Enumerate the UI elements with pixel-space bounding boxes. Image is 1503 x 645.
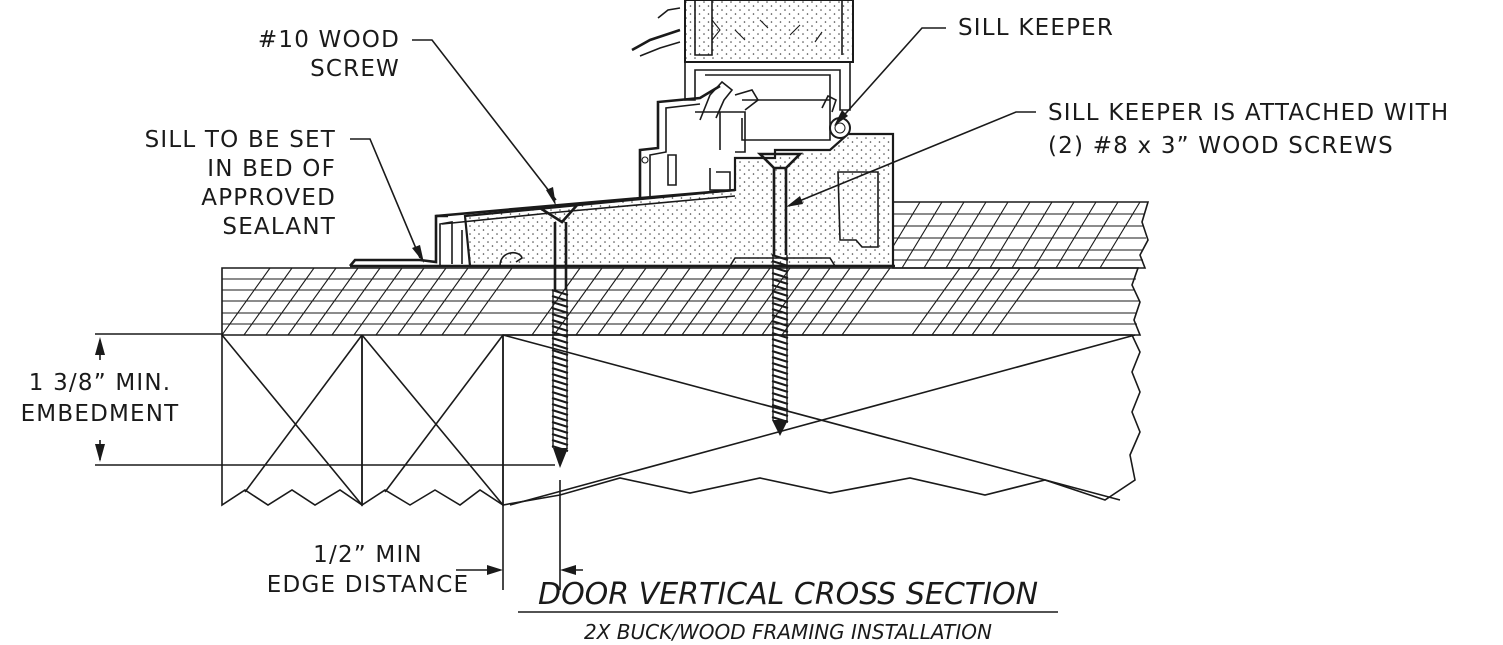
sill-keeper-note: SILL KEEPER IS ATTACHED WITH (2) #8 x 3”… bbox=[1048, 100, 1449, 159]
embedment-line1: 1 3/8” MIN. bbox=[29, 370, 172, 396]
leader-sill-keeper-note bbox=[786, 111, 1036, 207]
door-panel bbox=[631, 0, 854, 141]
edge-distance-line1: 1/2” MIN bbox=[313, 542, 423, 568]
sill-sealant-line1: SILL TO BE SET bbox=[145, 127, 336, 153]
edge-distance-note: 1/2” MIN EDGE DISTANCE bbox=[267, 542, 469, 598]
door-sill bbox=[349, 84, 895, 268]
sill-sealant-line3: APPROVED bbox=[201, 185, 336, 211]
right-wood-strip bbox=[892, 201, 1150, 269]
edge-distance-dimension bbox=[456, 480, 583, 590]
edge-distance-line2: EDGE DISTANCE bbox=[267, 572, 469, 598]
wood-plank bbox=[221, 267, 1142, 336]
embedment-dimension bbox=[95, 333, 555, 466]
wood-screw-label-line1: #10 WOOD bbox=[258, 27, 400, 53]
label-wood-screw: #10 WOOD SCREW bbox=[258, 27, 400, 82]
drawing-title: DOOR VERTICAL CROSS SECTION bbox=[538, 577, 1038, 612]
leader-sill-sealant bbox=[350, 138, 424, 263]
sill-keeper-label: SILL KEEPER bbox=[958, 15, 1114, 41]
drawing-title-block: DOOR VERTICAL CROSS SECTION 2X BUCK/WOOD… bbox=[518, 577, 1058, 644]
wood-framing-blocks bbox=[221, 334, 1141, 507]
wood-screw-label-line2: SCREW bbox=[310, 56, 400, 82]
wood-screw-8 bbox=[756, 152, 804, 436]
leader-sill-keeper bbox=[834, 27, 946, 126]
sill-sealant-note: SILL TO BE SET IN BED OF APPROVED SEALAN… bbox=[145, 127, 336, 240]
sill-keeper-note-line2: (2) #8 x 3” WOOD SCREWS bbox=[1048, 133, 1394, 159]
sill-sealant-line4: SEALANT bbox=[222, 214, 336, 240]
embedment-note: 1 3/8” MIN. EMBEDMENT bbox=[21, 370, 180, 427]
sill-sealant-line2: IN BED OF bbox=[207, 156, 336, 182]
sill-keeper-note-line1: SILL KEEPER IS ATTACHED WITH bbox=[1048, 100, 1449, 126]
embedment-line2: EMBEDMENT bbox=[21, 401, 180, 427]
wood-screw-10 bbox=[536, 202, 582, 468]
drawing-subtitle: 2X BUCK/WOOD FRAMING INSTALLATION bbox=[584, 620, 992, 644]
leader-wood-screw bbox=[412, 39, 557, 206]
